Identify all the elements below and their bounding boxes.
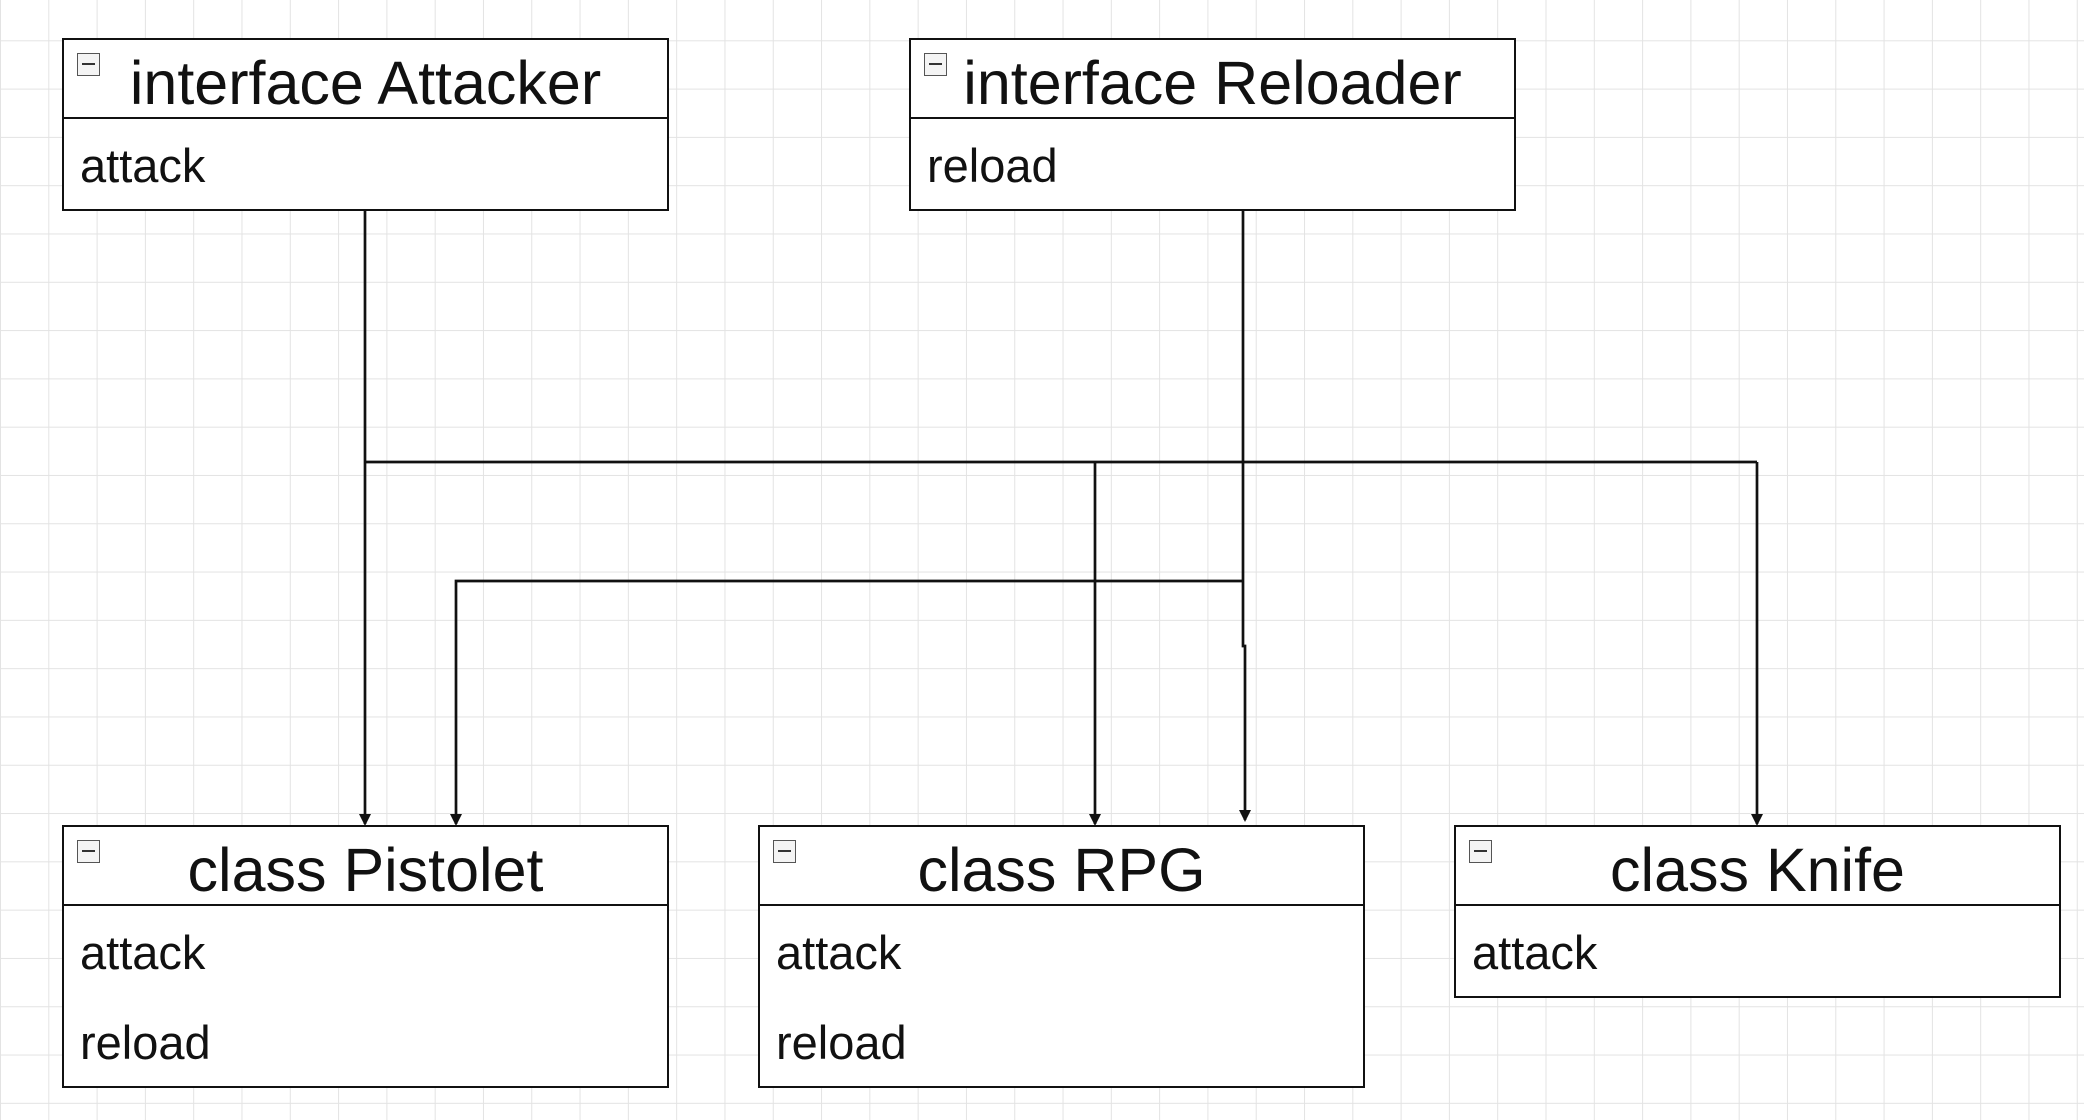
connector-reloader-to-rpg	[1239, 581, 1251, 822]
class-rpg-title: class RPG	[917, 836, 1206, 904]
interface-attacker-title: interface Attacker	[129, 49, 602, 117]
collapse-icon[interactable]	[924, 53, 947, 76]
member-attack: attack	[80, 926, 206, 979]
class-pistolet-title: class Pistolet	[187, 836, 544, 904]
class-pistolet-box[interactable]: class Pistolet attack reload	[62, 825, 669, 1088]
member-attack: attack	[1472, 926, 1598, 979]
interface-attacker-header: interface Attacker	[64, 40, 667, 119]
interface-reloader-title: interface Reloader	[963, 49, 1462, 117]
interface-reloader-box[interactable]: interface Reloader reload	[909, 38, 1516, 211]
collapse-icon[interactable]	[77, 840, 100, 863]
member-reload: reload	[80, 1016, 211, 1069]
class-pistolet-header: class Pistolet	[64, 827, 667, 906]
interface-reloader-header: interface Reloader	[911, 40, 1514, 119]
class-knife-box[interactable]: class Knife attack	[1454, 825, 2061, 998]
member-reload: reload	[776, 1016, 907, 1069]
interface-attacker-box[interactable]: interface Attacker attack	[62, 38, 669, 211]
member-reload: reload	[927, 139, 1058, 192]
collapse-icon[interactable]	[77, 53, 100, 76]
collapse-icon[interactable]	[1469, 840, 1492, 863]
class-rpg-header: class RPG	[760, 827, 1363, 906]
member-attack: attack	[776, 926, 902, 979]
collapse-icon[interactable]	[773, 840, 796, 863]
class-knife-title: class Knife	[1610, 836, 1905, 904]
member-attack: attack	[80, 139, 206, 192]
connector-reloader-to-pistolet	[450, 579, 1243, 826]
class-knife-header: class Knife	[1456, 827, 2059, 906]
class-rpg-box[interactable]: class RPG attack reload	[758, 825, 1365, 1088]
